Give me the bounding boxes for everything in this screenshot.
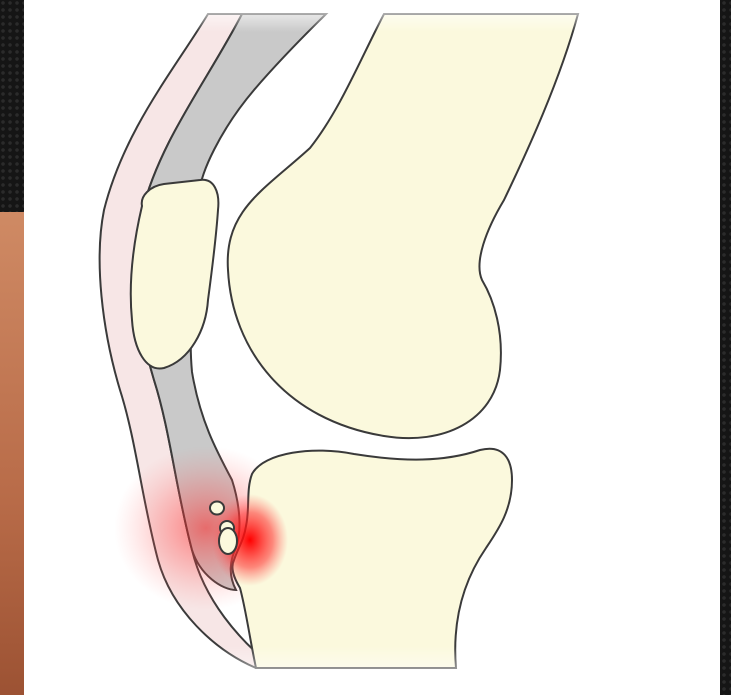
- ossicle-large: [219, 528, 237, 554]
- top-fade: [24, 0, 720, 32]
- patella-bone: [131, 180, 219, 369]
- bottom-fade: [24, 646, 720, 695]
- illustration-panel: [24, 0, 720, 695]
- ossicle-small: [210, 502, 224, 515]
- knee-diagram: [24, 0, 720, 695]
- femur-bone: [228, 14, 578, 438]
